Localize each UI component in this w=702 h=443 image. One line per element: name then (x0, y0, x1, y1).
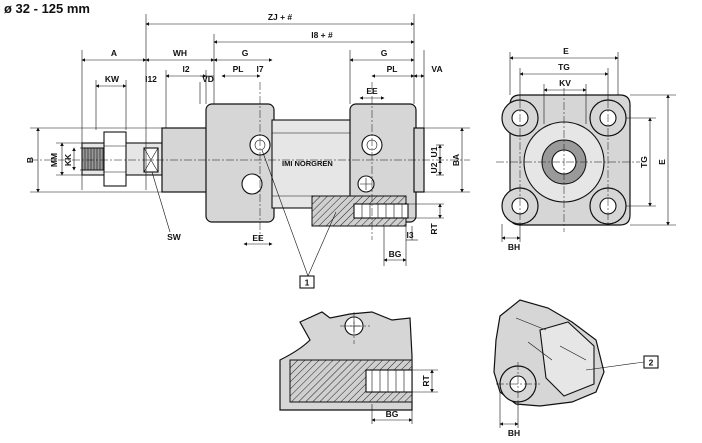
dim-g-rear: G (381, 48, 388, 58)
dim-e-side: E (657, 159, 667, 165)
callout-2-box (643, 355, 659, 369)
section-bore (353, 203, 409, 219)
dim-tg-side: TG (639, 156, 649, 168)
dim-ee-top: EE (366, 86, 378, 96)
dim-g-front: G (242, 48, 249, 58)
dim-kk: KK (63, 153, 73, 166)
dim-va: VA (431, 64, 442, 74)
detail-1-dim-rt: RT (421, 375, 431, 387)
dim-bh-end: BH (508, 242, 520, 252)
callout-1-box (299, 275, 315, 289)
detail-view-1: RT BG (279, 311, 438, 424)
dim-b: B (25, 157, 35, 163)
detail-view-2: 2 BH (493, 299, 659, 438)
dim-wh: WH (173, 48, 187, 58)
dim-kv: KV (559, 78, 571, 88)
dim-l12: l12 (145, 74, 157, 84)
dim-zj: ZJ + # (268, 12, 293, 22)
dim-u2: U2 (429, 162, 439, 173)
dim-kw: KW (105, 74, 120, 84)
dim-l2: l2 (182, 64, 189, 74)
dim-pl-front: PL (233, 64, 244, 74)
dim-bg: BG (389, 249, 402, 259)
detail-1-dim-bg: BG (386, 409, 399, 419)
callout-2-label: 2 (649, 358, 654, 368)
page-title: ø 32 - 125 mm (4, 1, 90, 16)
detail-2-dim-bh: BH (508, 428, 520, 438)
front-end-cap (205, 103, 275, 223)
dim-vd: VD (202, 74, 214, 84)
dim-l3: l3 (406, 230, 413, 240)
dim-ba: BA (451, 154, 461, 166)
dim-sw: SW (167, 232, 182, 242)
detail-2-face (539, 321, 595, 397)
side-view: IMI NORGREN (25, 12, 470, 289)
callout-1-label: 1 (305, 278, 310, 288)
detail-1-bore (365, 369, 413, 393)
front-cushion-screw (241, 173, 263, 195)
dim-pl-rear: PL (387, 64, 398, 74)
dim-mm: MM (49, 153, 59, 167)
dim-ee-bottom: EE (252, 233, 264, 243)
brand-label: IMI NORGREN (282, 159, 333, 168)
end-view: E TG KV E TG BH (496, 46, 676, 252)
dim-u1: U1 (429, 146, 439, 157)
dim-a: A (111, 48, 117, 58)
dim-e-top: E (563, 46, 569, 56)
dim-l7: l7 (256, 64, 263, 74)
rod-nut (103, 131, 127, 187)
dim-rt: RT (429, 223, 439, 235)
dim-l8: l8 + # (311, 30, 333, 40)
dim-tg-top: TG (558, 62, 570, 72)
